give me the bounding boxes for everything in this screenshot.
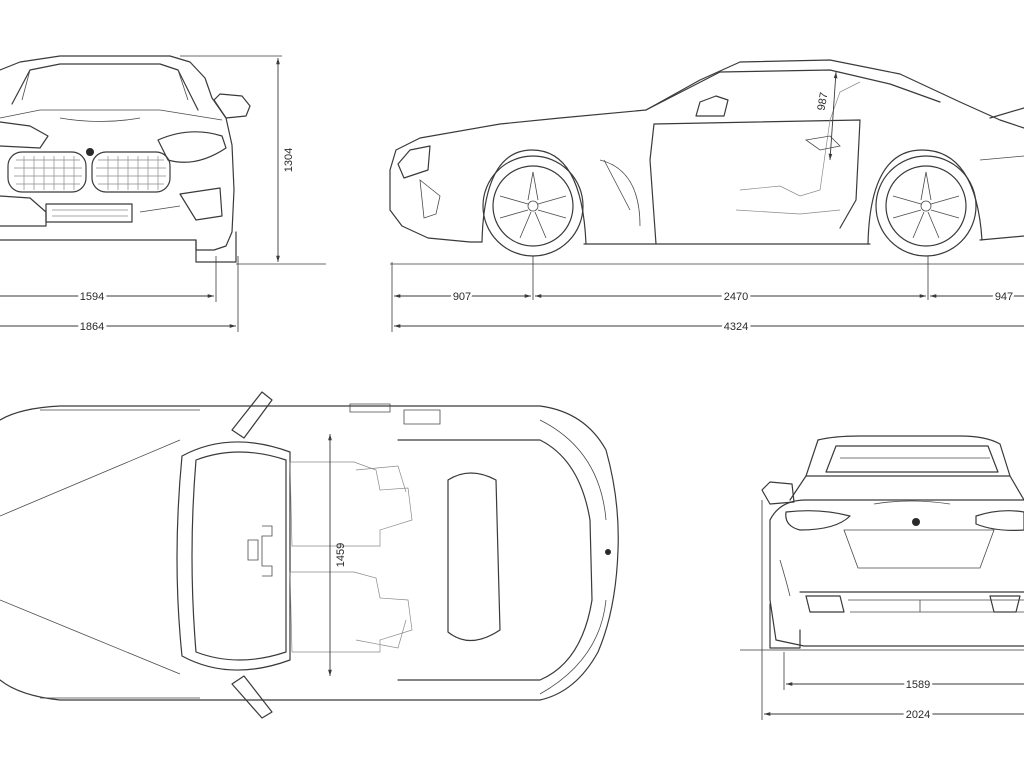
top-view: 1459 bbox=[0, 391, 619, 719]
bmw-roundel-icon bbox=[605, 549, 611, 555]
dim-length: 4324 bbox=[724, 321, 748, 333]
kidney-grille bbox=[7, 151, 171, 193]
right-taillight bbox=[975, 510, 1024, 531]
dim-seat-height: 987 bbox=[816, 91, 831, 111]
dim-front-track: 1594 bbox=[80, 291, 104, 303]
dim-interior-width: 1459 bbox=[335, 543, 347, 567]
left-taillight bbox=[785, 510, 851, 531]
dim-rear-overhang: 947 bbox=[995, 291, 1013, 303]
front-wheel bbox=[482, 155, 584, 257]
rear-view: 1589 2024 bbox=[740, 435, 1024, 724]
dim-wheelbase: 2470 bbox=[724, 291, 748, 303]
top-right-mirror bbox=[231, 675, 273, 719]
front-mirror bbox=[213, 93, 251, 119]
dim-rear-track: 1589 bbox=[906, 679, 930, 691]
side-view: 987 907 2470 947 4324 bbox=[389, 59, 1024, 336]
dim-front-overhang: 907 bbox=[453, 291, 471, 303]
dim-height: 1304 bbox=[283, 148, 295, 172]
dim-width-with-mirrors: 2024 bbox=[906, 709, 930, 721]
top-left-mirror bbox=[231, 391, 273, 439]
bmw-roundel-icon bbox=[86, 148, 94, 156]
dim-front-width: 1864 bbox=[80, 321, 104, 333]
rear-mirror bbox=[761, 481, 795, 505]
bmw-roundel-icon bbox=[912, 518, 920, 526]
left-headlight bbox=[0, 121, 49, 149]
rear-wheel bbox=[875, 155, 977, 257]
front-view: 1304 1594 1864 bbox=[0, 55, 326, 336]
right-headlight bbox=[157, 131, 227, 163]
seats bbox=[289, 461, 413, 653]
side-mirror bbox=[695, 95, 729, 117]
